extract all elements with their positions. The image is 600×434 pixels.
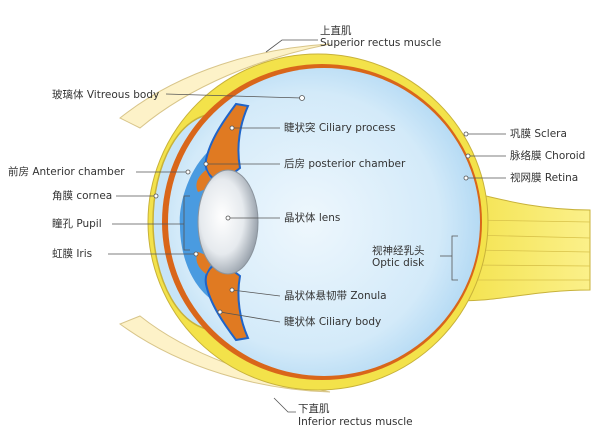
lens	[197, 169, 259, 275]
label-iris: 虹膜 Iris	[52, 248, 92, 260]
label-posterior-chamber: 后房 posterior chamber	[284, 157, 406, 170]
label-ciliary-process: 睫状突 Ciliary process	[284, 121, 396, 134]
label-cornea: 角膜 cornea	[52, 190, 112, 202]
label-ciliary-body: 睫状体 Ciliary body	[284, 315, 381, 328]
label-vitreous: 玻璃体 Vitreous body	[52, 88, 159, 101]
label-retina: 视网膜 Retina	[510, 171, 578, 184]
label-anterior-chamber: 前房 Anterior chamber	[8, 165, 125, 178]
label-superior-rectus-en: Superior rectus muscle	[320, 37, 441, 49]
label-choroid: 脉络膜 Choroid	[510, 149, 585, 162]
label-lens: 晶状体 lens	[284, 211, 340, 224]
label-optic-disk-cn: 视神经乳头	[372, 244, 425, 257]
vitreous-body	[168, 68, 480, 376]
label-optic-disk-en: Optic disk	[372, 257, 425, 269]
leader-lines	[108, 39, 506, 413]
label-zonula: 晶状体悬韧带 Zonula	[284, 289, 387, 302]
superior-rectus-muscle	[119, 43, 331, 129]
label-inferior-rectus-en: Inferior rectus muscle	[298, 416, 413, 428]
label-pupil: 瞳孔 Pupil	[52, 217, 102, 230]
label-superior-rectus-cn: 上直肌	[320, 24, 352, 37]
inferior-rectus-muscle	[118, 315, 331, 393]
optic-nerve-fibers	[469, 219, 591, 281]
label-inferior-rectus-cn: 下直肌	[298, 402, 330, 415]
label-sclera: 巩膜 Sclera	[510, 128, 567, 140]
